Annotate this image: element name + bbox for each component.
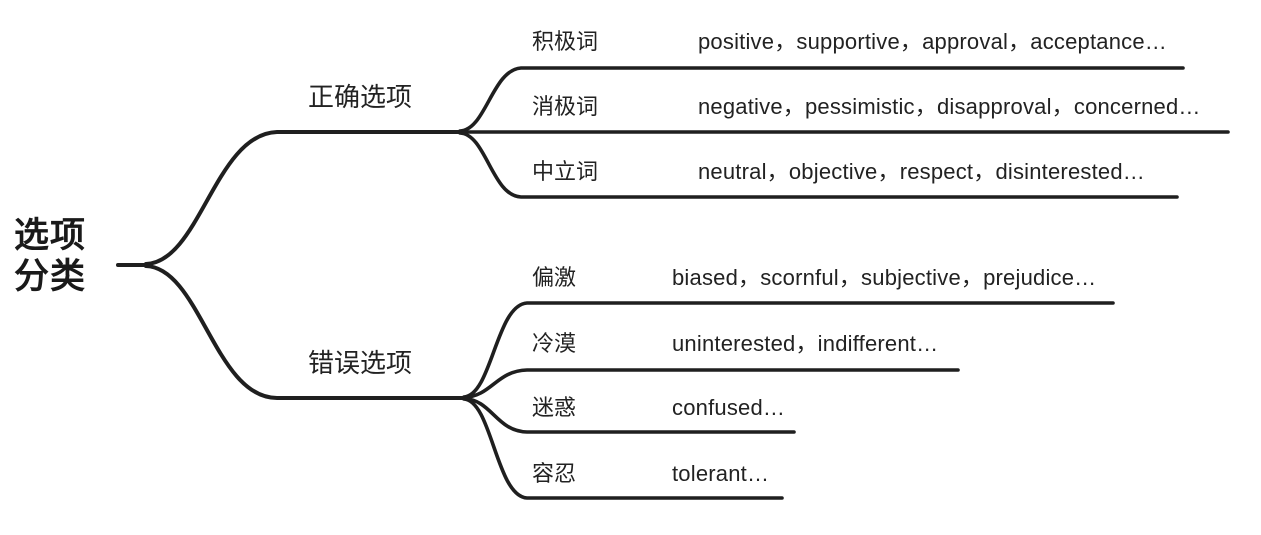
leaf-text-content: tolerant… xyxy=(672,461,770,486)
branch-label-correct-options: 正确选项 xyxy=(308,82,413,112)
leaf-label-indifferent[interactable]: 冷漠 xyxy=(532,331,576,357)
leaf-text-content: neutral，objective，respect，disinterested… xyxy=(698,159,1145,184)
leaf-text-neutral-words: neutral，objective，respect，disinterested… xyxy=(698,159,1145,185)
leaf-label-tolerant[interactable]: 容忍 xyxy=(532,461,576,487)
leaf-label-text: 冷漠 xyxy=(532,331,577,356)
leaf-label-text: 偏激 xyxy=(532,265,577,290)
edge-correct-to-positive xyxy=(458,66,1185,133)
root-node-line-2: 分类 xyxy=(14,257,87,297)
edge-incorrect-to-indifferent xyxy=(462,368,960,400)
leaf-text-extreme: biased，scornful，subjective，prejudice… xyxy=(672,265,1096,291)
branch-label-incorrect-options: 错误选项 xyxy=(308,348,413,378)
leaf-text-positive-words: positive，supportive，approval，acceptance… xyxy=(698,29,1167,55)
leaf-label-text: 迷惑 xyxy=(532,395,577,420)
branch-node-correct-options[interactable]: 正确选项 xyxy=(308,82,412,113)
leaf-text-content: biased，scornful，subjective，prejudice… xyxy=(672,265,1097,290)
branch-node-incorrect-options[interactable]: 错误选项 xyxy=(308,348,412,379)
leaf-label-positive-words[interactable]: 积极词 xyxy=(532,29,598,55)
leaf-label-negative-words[interactable]: 消极词 xyxy=(532,94,598,120)
leaf-text-content: negative，pessimistic，disapproval，concern… xyxy=(698,94,1201,119)
edge-correct-to-neutral xyxy=(458,131,1179,199)
leaf-text-indifferent: uninterested，indifferent… xyxy=(672,331,938,357)
leaf-label-confused[interactable]: 迷惑 xyxy=(532,395,576,421)
leaf-text-negative-words: negative，pessimistic，disapproval，concern… xyxy=(698,94,1201,120)
leaf-label-neutral-words[interactable]: 中立词 xyxy=(532,159,598,185)
leaf-label-text: 容忍 xyxy=(532,461,577,486)
leaf-text-tolerant: tolerant… xyxy=(672,461,769,487)
leaf-text-content: confused… xyxy=(672,395,786,420)
leaf-label-extreme[interactable]: 偏激 xyxy=(532,265,576,291)
edge-incorrect-to-tolerant xyxy=(462,397,784,500)
root-node[interactable]: 选项 分类 xyxy=(14,215,86,298)
leaf-text-content: positive，supportive，approval，acceptance… xyxy=(698,29,1168,54)
leaf-label-text: 积极词 xyxy=(532,29,599,54)
edge-incorrect-to-extreme xyxy=(462,301,1115,399)
edge-root-to-branch-incorrect xyxy=(144,264,468,400)
edge-root-to-branch-correct xyxy=(144,130,464,266)
leaf-text-content: uninterested，indifferent… xyxy=(672,331,939,356)
leaf-label-text: 中立词 xyxy=(532,159,599,184)
leaf-text-confused: confused… xyxy=(672,395,785,421)
root-node-line-1: 选项 xyxy=(14,216,87,255)
edge-incorrect-to-confused xyxy=(462,396,796,434)
leaf-label-text: 消极词 xyxy=(532,94,599,119)
